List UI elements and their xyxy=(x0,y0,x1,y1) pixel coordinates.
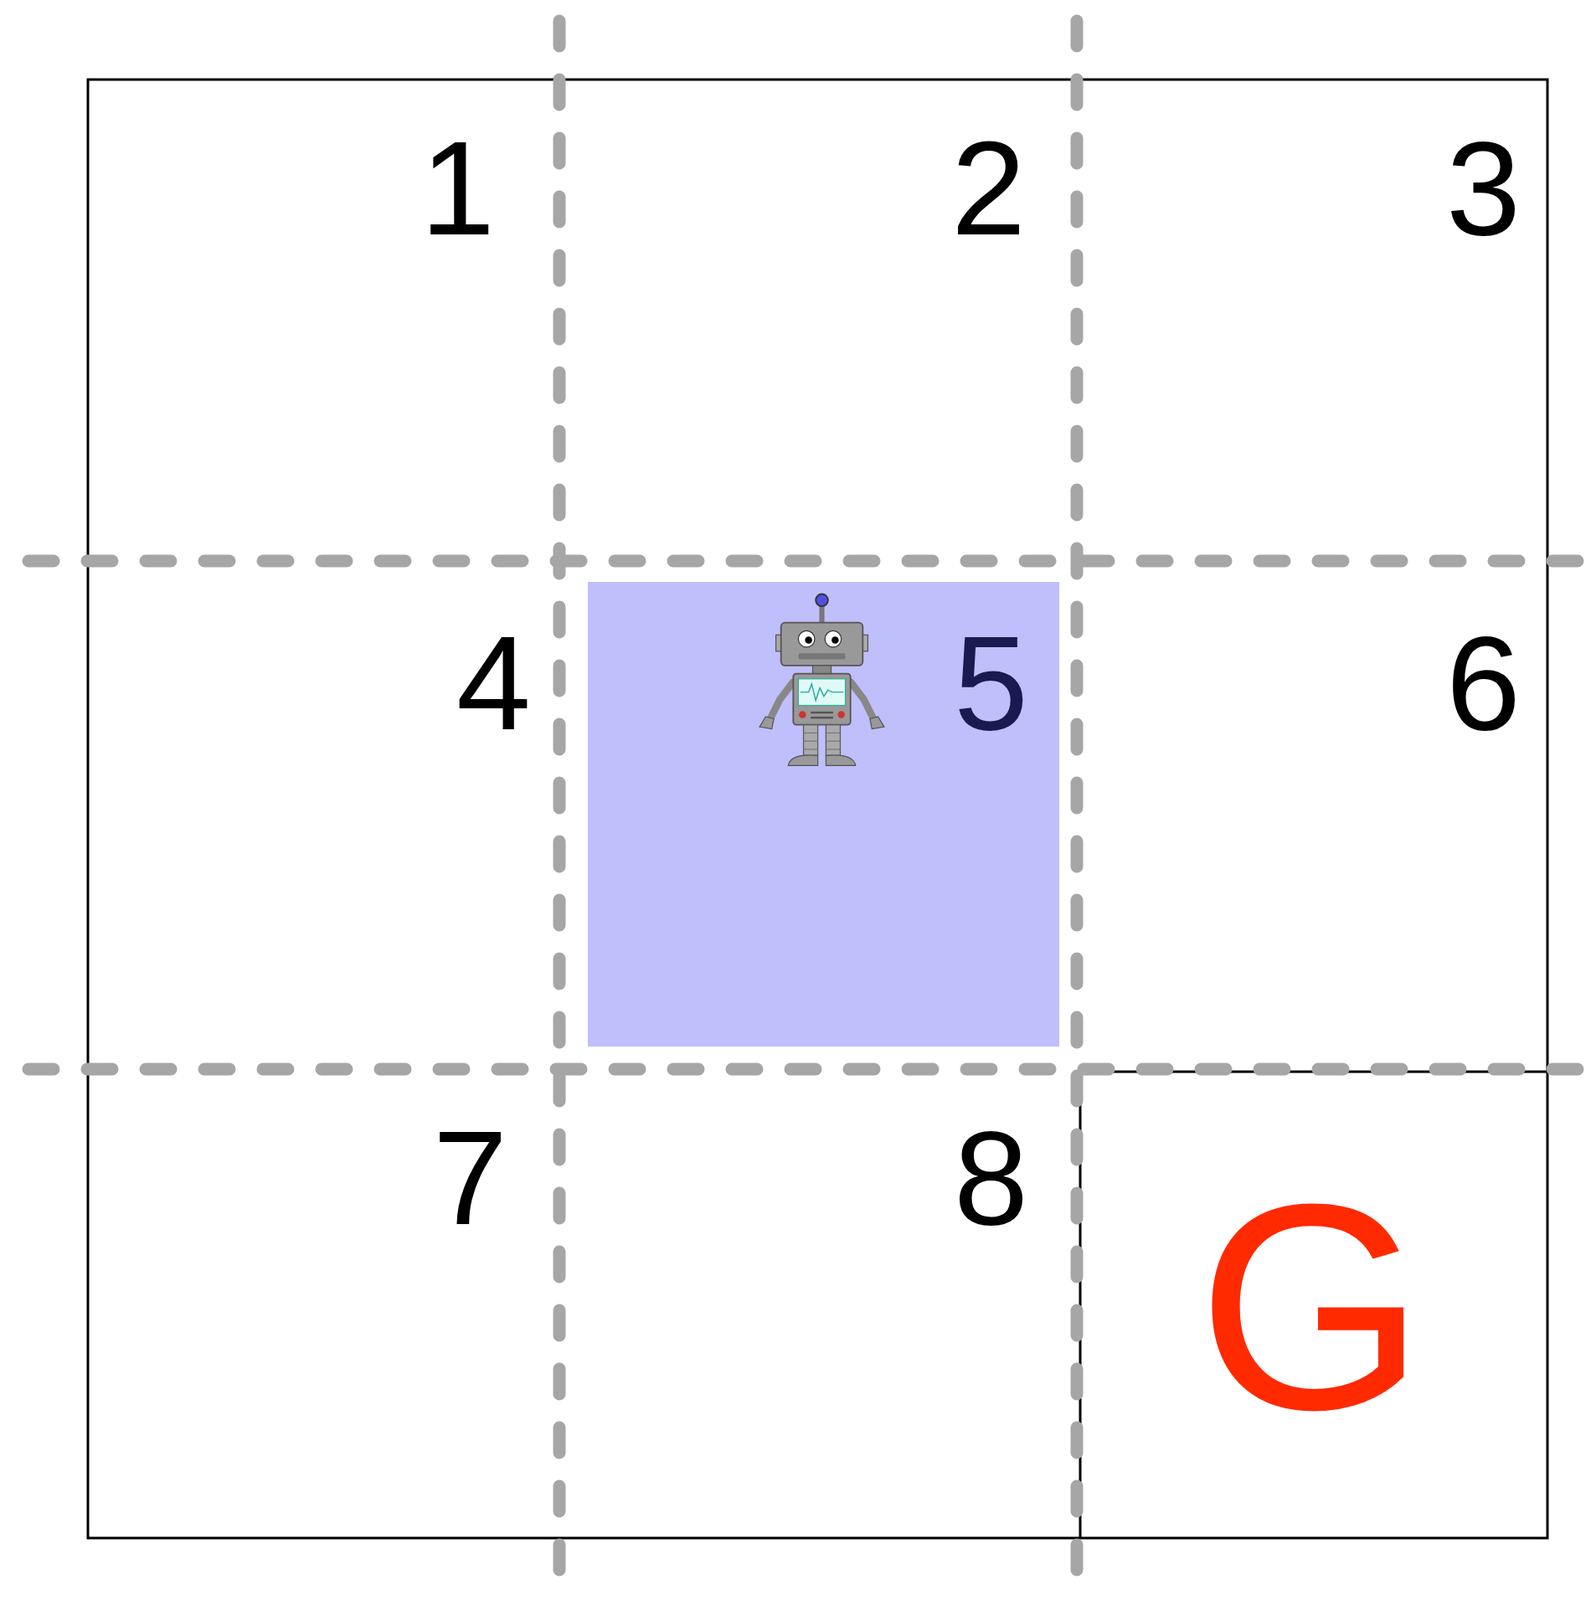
robot-icon xyxy=(745,592,899,768)
cell-number: 2 xyxy=(951,121,1026,256)
cell-number: 1 xyxy=(420,121,495,256)
cell-number: 8 xyxy=(953,1111,1029,1246)
outer-wall xyxy=(87,79,1548,1539)
grid-lines xyxy=(28,20,1591,1600)
cell-number: 5 xyxy=(953,616,1029,751)
cell-number: 6 xyxy=(1446,616,1521,751)
goal-label: G xyxy=(1197,1160,1426,1454)
cell-number: 4 xyxy=(456,616,531,751)
cell-number: 7 xyxy=(432,1111,508,1246)
cell-number: 3 xyxy=(1446,121,1521,256)
